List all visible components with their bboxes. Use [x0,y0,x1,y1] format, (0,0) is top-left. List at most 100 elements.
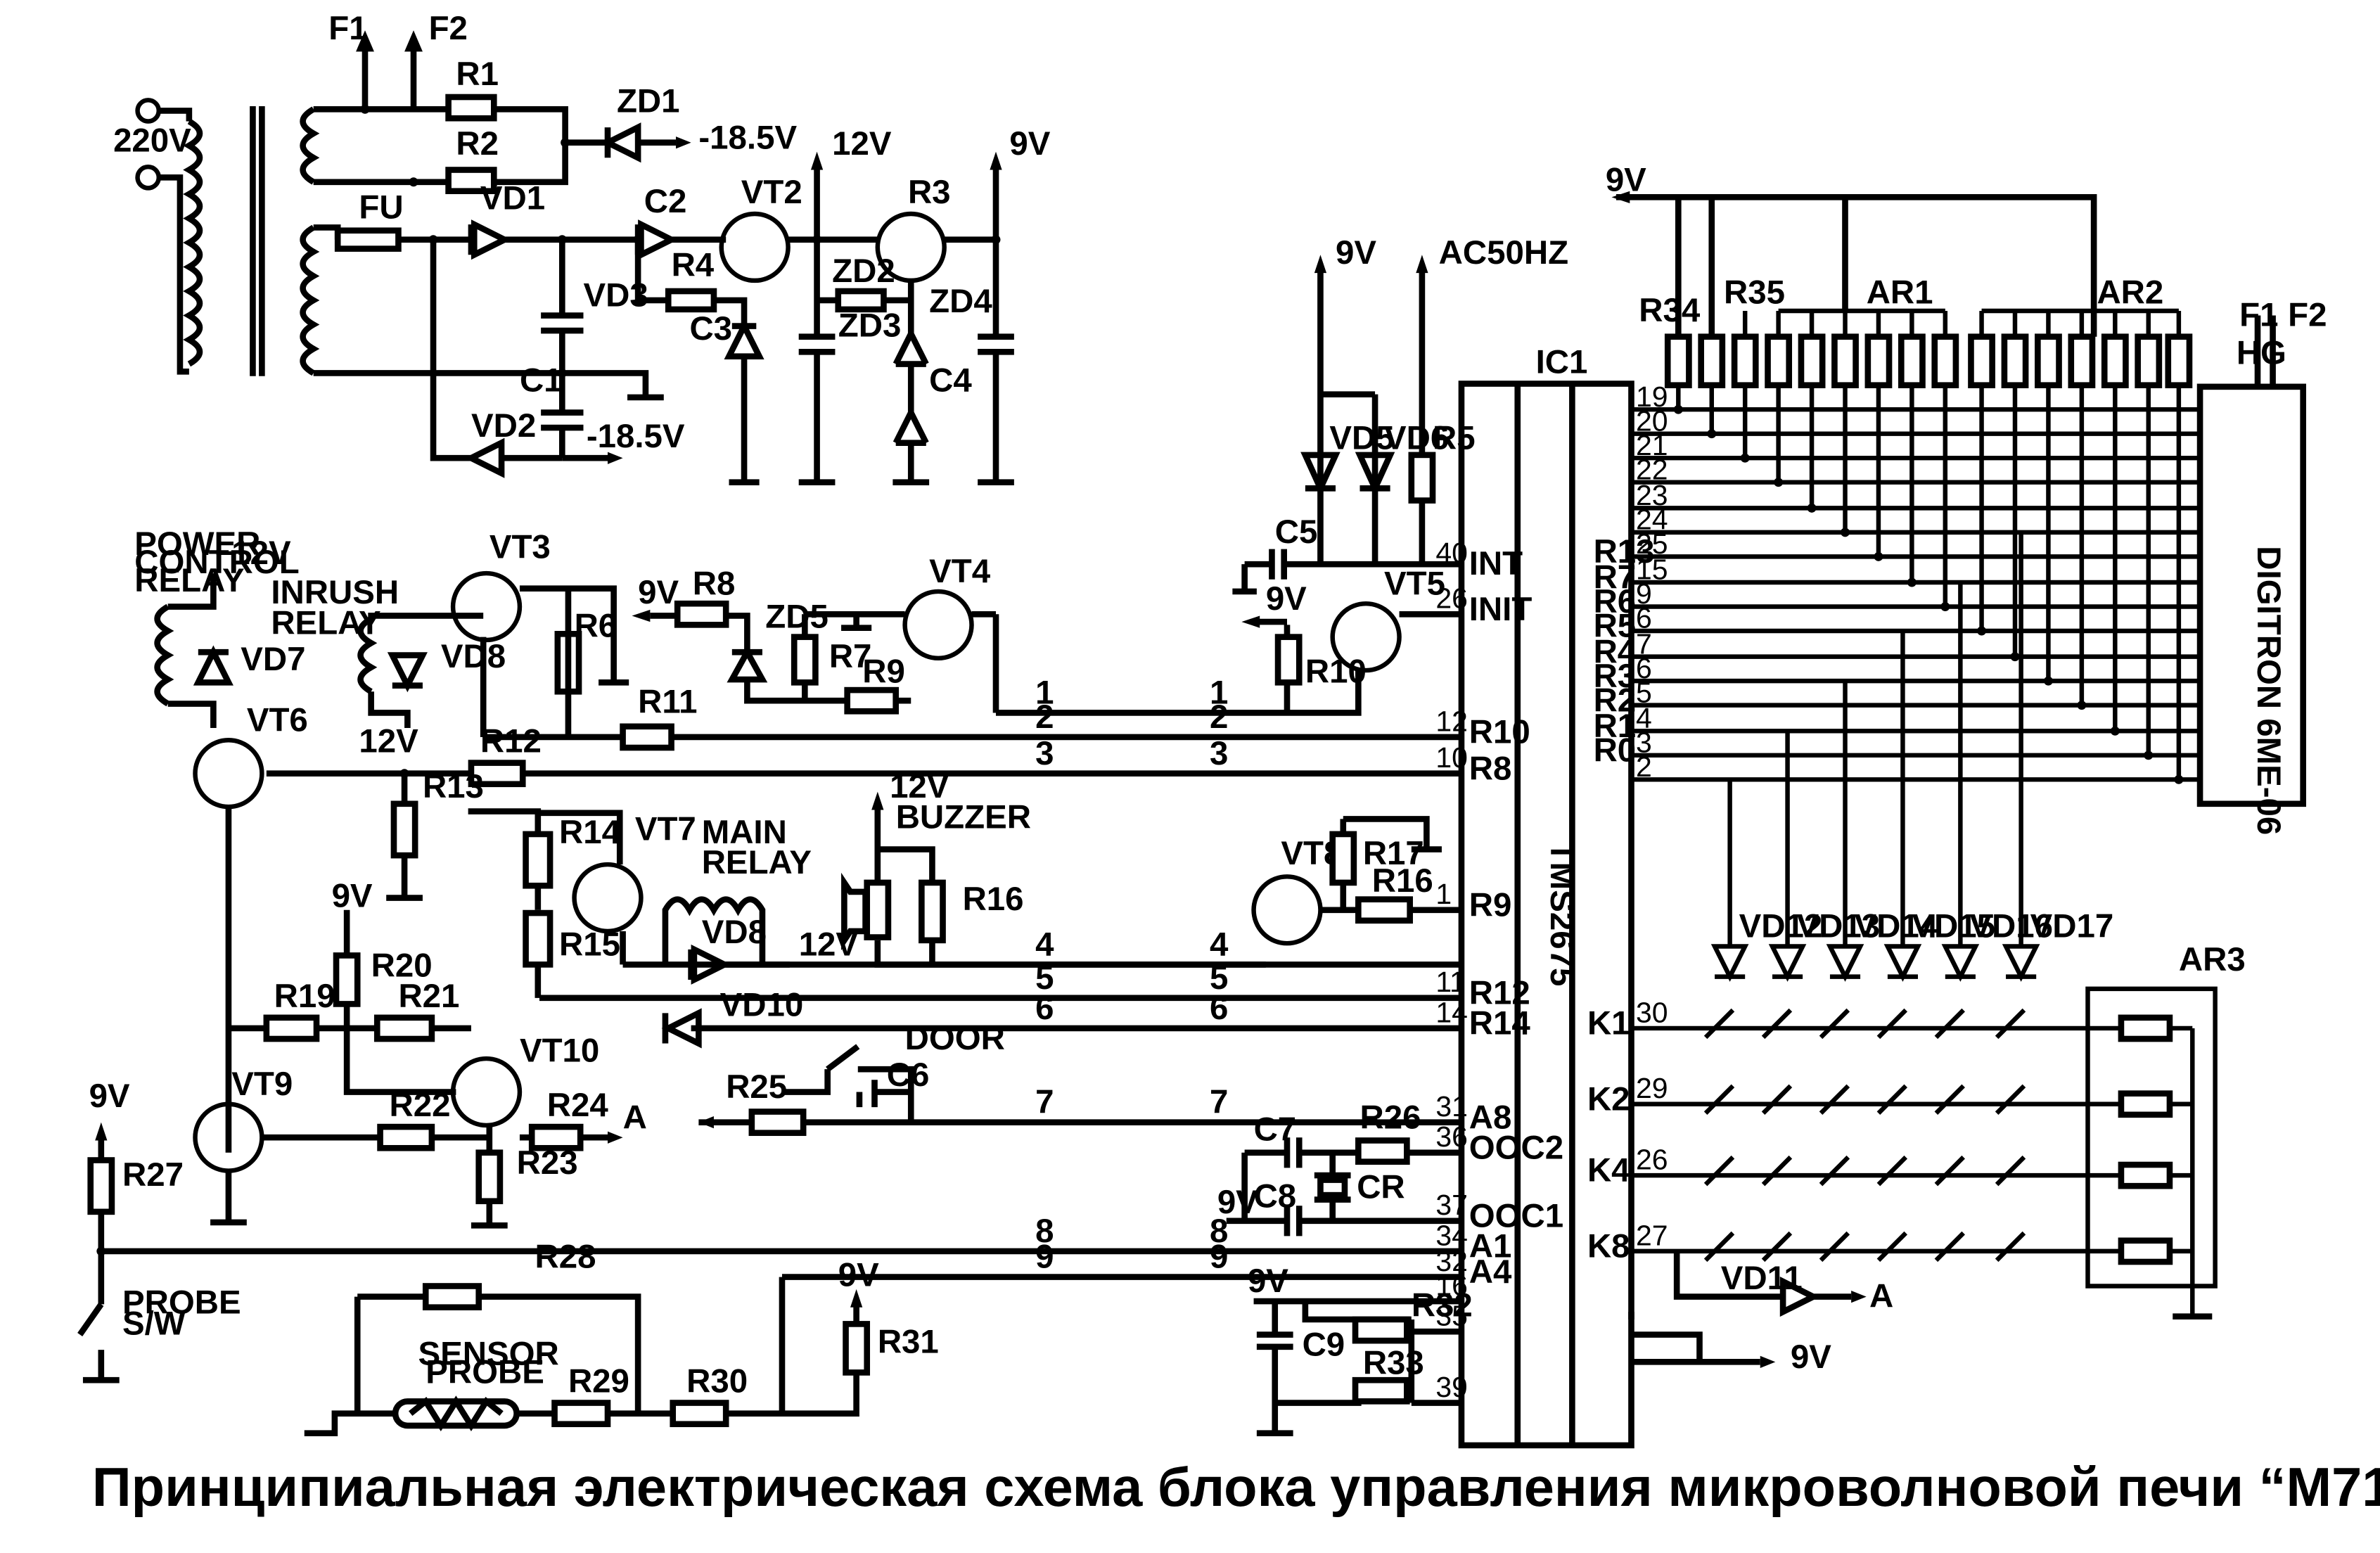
ic1-pin-number: 39 [1435,1371,1468,1403]
c2-label: C1 [520,362,563,399]
r10-label: R10 [1305,653,1367,690]
sensor-label-2: PROBE [426,1354,544,1391]
ic1-ref-label: IC1 [1536,343,1588,381]
r21-label: R21 [398,978,459,1015]
ic1-pin-name: R9 [1469,886,1512,924]
r26-label: R26 [1360,1099,1421,1136]
vd5-label: VD5 [1329,419,1394,456]
bus-number: 1 [1210,675,1228,712]
ic1-pin-name: R2 [1594,682,1637,719]
r7-label: R7 [829,638,872,675]
array-resistor [1968,333,1995,388]
bus-number: 2 [1210,698,1228,736]
array-resistor [1898,333,1926,388]
key-switch [1995,1084,2026,1115]
key-pin-number: 27 [1636,1219,1668,1251]
int-9v-label: 9V [1336,234,1376,271]
ic1-pin-name: R13 [1594,533,1655,570]
bus-number: 3 [1210,735,1228,772]
bus-number: 4 [1210,926,1229,963]
key-switch [1703,1008,1735,1040]
key-diode-label: VD17 [2030,908,2114,945]
ic1-pin-name: R0 [1594,731,1637,769]
ic1-pin-name: A4 [1469,1253,1512,1291]
vd2-label: VD2 [471,407,536,445]
array-resistor [1798,333,1826,388]
vt7-label: VT7 [635,811,696,848]
key-pin-name: K8 [1587,1228,1630,1265]
ic1-part-label: TMS2675 [1543,842,1580,987]
mains-voltage-label: 220V [113,122,191,160]
ar1-label: AR1 [1867,274,1933,311]
schematic-caption: Принципиальная электрическая схема блока… [92,1457,2380,1518]
key-pin-number: 30 [1636,996,1668,1028]
key-switch [1995,1008,2026,1040]
vd8-label: VD8 [441,638,506,675]
array-resistor [2001,333,2029,388]
bus-number: 8 [1210,1213,1228,1250]
kp-9v-label: 9V [1791,1338,1831,1376]
hg-f2-label: F2 [2288,297,2327,334]
bus-number: 9 [1210,1239,1228,1276]
display-section: 9V R34 R35 AR1 AR2 HG F1 F2 DIGITRON 6ME… [1587,162,2327,1376]
c5-label: C5 [1275,513,1318,551]
vd11-label: VD11 [1721,1260,1803,1297]
vt10-label: VT10 [520,1032,599,1069]
r3-label: R4 [672,246,715,283]
ic1-pin-number: 31 [1435,1090,1468,1123]
key-pin-number: 29 [1636,1072,1668,1104]
key-switch [1934,1008,1965,1040]
ic1-pin-number: 9 [1636,577,1652,610]
key-diode-label: VD16 [1969,908,2053,945]
ic1-pin-number: 6 [1636,602,1652,634]
bus-number: 2 [1035,698,1054,736]
int-init-section: 9V AC50HZ VD5 VD6 R5 C5 VT5 R10 9V [996,234,1568,716]
c8-label: C8 [1254,1177,1297,1215]
ic1-pin-number: 4 [1636,702,1652,734]
rail-9v-label: 9V [1009,125,1050,162]
probe-sw-label-2: S/W [122,1305,186,1343]
r13-label: R13 [423,768,484,805]
vt5-label: VT5 [1384,565,1445,602]
array-9v-label: 9V [1606,162,1646,199]
key-switch [1876,1084,1908,1115]
ar3-resistor [2118,1014,2173,1042]
vd10-label: VD10 [720,987,804,1024]
ic1-pin-number: 2 [1636,750,1652,783]
vt3-label: VT3 [490,529,551,566]
bus-number: 8 [1035,1213,1054,1250]
array-resistor [2165,333,2193,388]
array-resistor [1864,333,1893,388]
r32-label: R32 [1412,1287,1473,1324]
buzzer-section: 12V BUZZER R16 VT8 R17 R16 [841,768,1461,968]
c9-9v-label: 9V [1248,1263,1288,1300]
main-relay-section: R14 R15 VT7 MAIN RELAY VD8 12V [468,808,858,998]
r1-label: R1 [456,56,499,93]
ic1-pin-name: OOC2 [1469,1129,1563,1166]
bus-number: 4 [1035,926,1054,963]
ic1-pin-name: R4 [1594,633,1637,670]
c7-label: C7 [1254,1111,1297,1149]
r29-label: R29 [568,1362,629,1400]
key-pin-name: K4 [1587,1152,1630,1189]
oscillator-section: C7 C8 R26 CR 9V 9V C9 R32 R33 [1217,1099,1473,1436]
key-switch [1761,1084,1793,1115]
main-relay-label-1: MAIN [702,814,787,851]
r2-label: R2 [456,125,499,162]
ic1-pin-name: R1 [1594,708,1637,745]
array-resistor [1931,333,1959,388]
key-diode [1826,944,1864,982]
r6-label: R6 [575,608,618,645]
key-diode [2002,944,2040,982]
key-diode-label: VD15 [1912,908,1995,945]
key-diode-label: VD13 [1797,908,1881,945]
ic1-pin-name: R12 [1469,974,1530,1011]
sensor-label-1: SENSOR [418,1336,558,1373]
ic1-pin-number: 3 [1636,727,1652,759]
r30-label: R30 [686,1362,748,1400]
ic1-pin-number: 11 [1435,966,1466,998]
ar3-label: AR3 [2179,941,2246,978]
